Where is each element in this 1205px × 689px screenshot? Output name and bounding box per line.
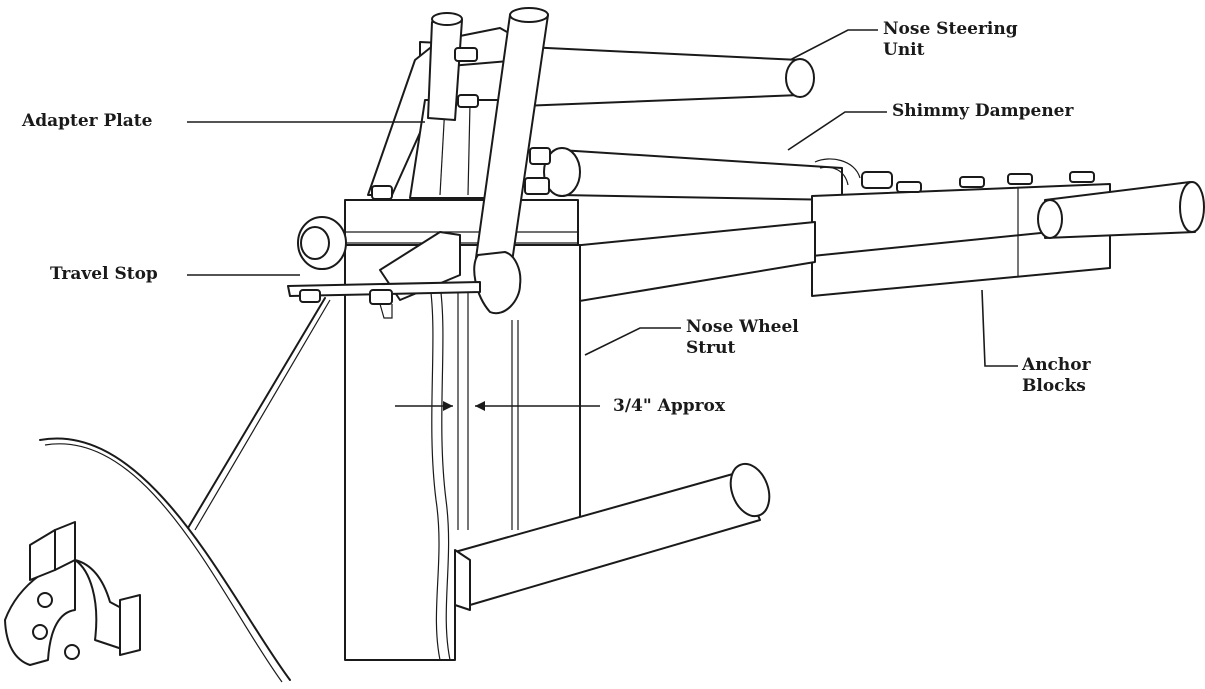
label-nose-wheel-strut-line1: Nose Wheel xyxy=(686,317,799,337)
label-anchor-blocks-line2: Blocks xyxy=(1022,376,1086,396)
shimmy-dampener xyxy=(524,147,893,201)
front-vertical-tube xyxy=(473,7,549,315)
label-nose-steering-unit-line2: Unit xyxy=(883,40,925,60)
label-nose-steering-unit: Nose Steering Unit xyxy=(883,19,1018,61)
right-horizontal-tube xyxy=(1037,181,1205,239)
travel-stop xyxy=(287,216,481,319)
fender-arc xyxy=(39,437,291,681)
clearance-dimension-marks xyxy=(395,401,600,411)
label-travel-stop: Travel Stop xyxy=(50,264,158,284)
label-anchor-blocks-line1: Anchor xyxy=(1022,355,1091,375)
label-shimmy-dampener: Shimmy Dampener xyxy=(892,101,1074,121)
label-anchor-blocks: Anchor Blocks xyxy=(1022,355,1091,397)
label-nose-steering-unit-line1: Nose Steering xyxy=(883,19,1018,39)
travel-stop-detail xyxy=(4,521,141,666)
lower-tube xyxy=(454,462,771,611)
label-clearance-dimension: 3/4" Approx xyxy=(613,396,726,416)
label-nose-wheel-strut: Nose Wheel Strut xyxy=(686,317,799,359)
label-adapter-plate: Adapter Plate xyxy=(22,111,153,131)
label-nose-wheel-strut-line2: Strut xyxy=(686,338,736,358)
strut-clamp-band xyxy=(344,199,579,249)
detail-leader-line xyxy=(187,297,326,529)
label-leaders xyxy=(187,29,1018,367)
upper-left-vertical-tube xyxy=(427,12,463,121)
